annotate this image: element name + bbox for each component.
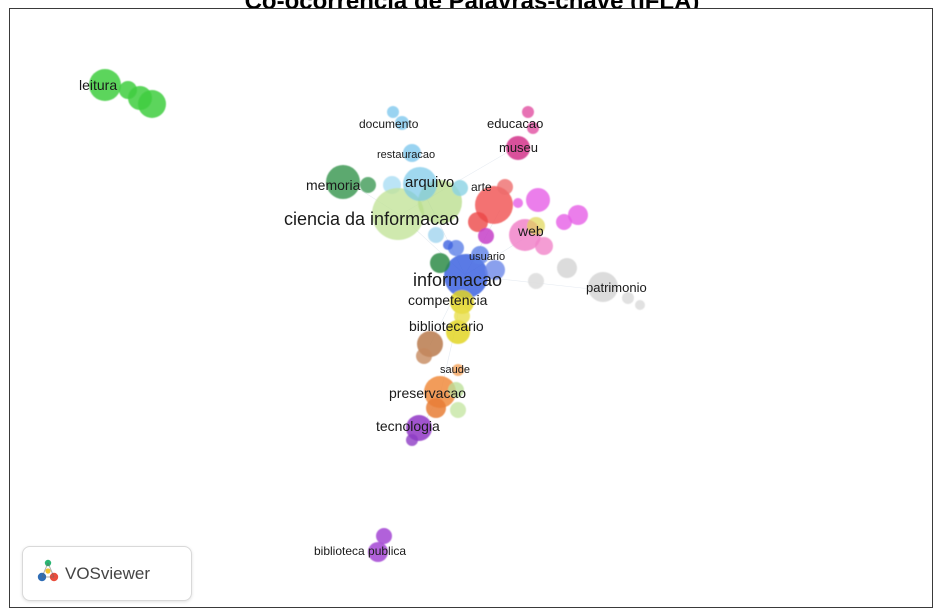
label-memoria: memoria [306,177,361,193]
node [448,382,464,398]
node-saude [452,364,464,376]
label-educacao: educacao [487,116,543,131]
node-arquivo [403,167,437,201]
node [526,188,550,212]
label-arte: arte [471,180,492,194]
node [450,402,466,418]
node [478,228,494,244]
label-usuario: usuario [469,251,505,263]
node-bibliotecario [446,320,470,344]
node-patrimonio [588,272,618,302]
label-patrimonio: patrimonio [586,280,647,295]
node [430,253,450,273]
label-tecnologia: tecnologia [376,418,440,434]
node [513,198,523,208]
node [468,212,488,232]
vosviewer-logo-icon [37,558,59,589]
node-usuario [471,246,489,264]
node-leitura [89,69,121,101]
label-biblioteca-publica: biblioteca publica [314,544,406,558]
label-documento: documento [359,117,419,131]
label-competencia: competencia [408,292,488,308]
node [368,542,388,562]
node [556,214,572,230]
label-leitura: leitura [79,77,117,93]
label-informacao: informacao [413,270,502,290]
vosviewer-name: VOSviewer [65,563,151,583]
label-arquivo: arquivo [405,174,454,191]
node [535,237,553,255]
node [528,273,544,289]
node [527,217,545,235]
node [443,240,453,250]
node [416,348,432,364]
network-labels: leitura documento educacao restauracao m… [79,77,647,558]
vosviewer-badge: VOSviewer [22,546,192,601]
node [497,179,513,195]
node [426,398,446,418]
node-ciencia-da-informacao [372,188,424,240]
label-preservacao: preservacao [389,385,466,401]
node [635,300,645,310]
node [485,260,505,280]
node-biblioteca-publica [376,528,392,544]
node [622,292,634,304]
node-memoria [326,165,360,199]
node [138,90,166,118]
node [406,434,418,446]
node [568,205,588,225]
node-educacao [522,106,534,118]
node-restauracao [403,144,421,162]
node [428,227,444,243]
node [527,122,539,134]
label-bibliotecario: bibliotecario [409,318,484,334]
node-informacao [444,254,488,298]
node-museu [506,136,530,160]
node [360,177,376,193]
label-museu: museu [499,140,538,155]
node [557,258,577,278]
network-nodes[interactable] [89,69,645,562]
node [454,308,470,324]
node-documento [387,106,399,118]
node [452,180,468,196]
label-saude: saude [440,364,470,376]
label-restauracao: restauracao [377,149,435,161]
node-competencia [450,290,474,314]
label-web: web [517,223,544,239]
label-ciencia-da-informacao: ciencia da informacao [284,209,459,229]
node [395,116,409,130]
